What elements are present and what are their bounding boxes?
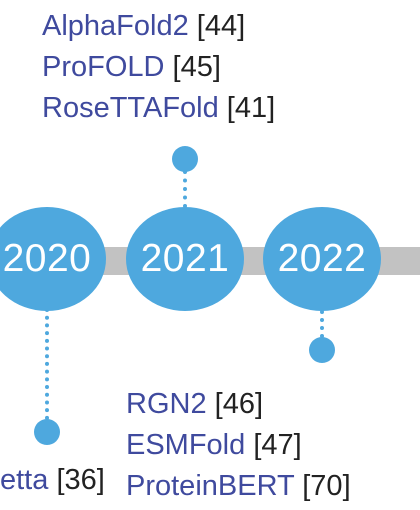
labels-2022: RGN2 [46] ESMFold [47] ProteinBERT [70] — [126, 384, 351, 507]
marker-dot-2021 — [172, 146, 198, 172]
reference: [44] — [196, 10, 246, 42]
model-name: etta — [0, 464, 49, 496]
model-name: RoseTTAFold — [42, 92, 219, 124]
marker-dot-2022 — [309, 337, 335, 363]
label-item: etta [36] — [0, 460, 105, 501]
year-node-2021: 2021 — [126, 207, 244, 311]
year-label: 2022 — [277, 237, 367, 280]
year-node-2022: 2022 — [263, 207, 381, 311]
reference: [36] — [56, 464, 105, 496]
labels-2021: AlphaFold2 [44] ProFOLD [45] RoseTTAFold… — [42, 6, 275, 129]
label-item: ESMFold [47] — [126, 425, 351, 466]
connector-2021 — [183, 170, 187, 208]
year-label: 2020 — [2, 237, 92, 280]
reference: [70] — [302, 470, 351, 502]
label-item: AlphaFold2 [44] — [42, 6, 275, 47]
reference: [45] — [172, 51, 221, 83]
model-name: ProFOLD — [42, 51, 165, 83]
reference: [41] — [226, 92, 276, 124]
model-name: AlphaFold2 — [42, 10, 189, 42]
label-item: RGN2 [46] — [126, 384, 351, 425]
labels-2020: etta [36] — [0, 460, 105, 501]
year-label: 2021 — [140, 237, 230, 280]
model-name: ProteinBERT — [126, 470, 295, 502]
connector-2022 — [320, 310, 324, 338]
label-item: ProteinBERT [70] — [126, 466, 351, 507]
label-item: RoseTTAFold [41] — [42, 88, 275, 129]
model-name: RGN2 — [126, 388, 207, 420]
reference: [46] — [214, 388, 264, 420]
marker-dot-2020 — [34, 419, 60, 445]
model-name: ESMFold — [126, 429, 246, 461]
reference: [47] — [253, 429, 302, 461]
year-node-2020: 2020 — [0, 207, 106, 311]
label-item: ProFOLD [45] — [42, 47, 275, 88]
connector-2020 — [45, 308, 49, 420]
